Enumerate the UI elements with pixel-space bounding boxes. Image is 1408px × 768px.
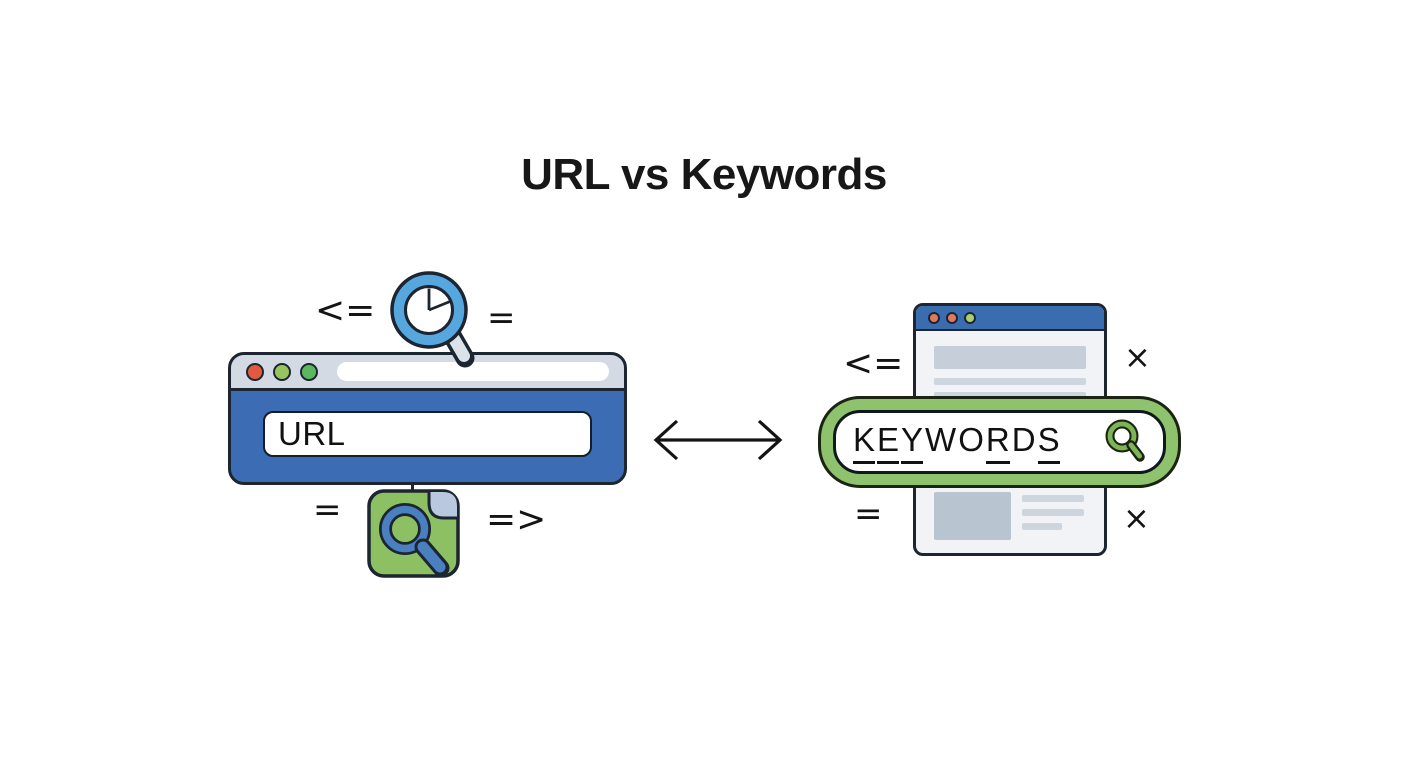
equals-symbol: =	[313, 490, 342, 530]
window-control-dot	[946, 311, 958, 324]
browser-body: URL	[231, 391, 624, 479]
double-headed-arrow-icon	[653, 419, 783, 461]
text-placeholder-block	[934, 346, 1086, 369]
keywords-letter: O	[958, 420, 984, 458]
image-placeholder-block	[934, 492, 1011, 540]
keywords-letter: Y	[901, 421, 924, 464]
text-placeholder-line	[1022, 495, 1084, 502]
text-placeholder-line	[934, 392, 1086, 399]
keywords-letter: W	[925, 420, 957, 458]
keywords-letter: K	[853, 421, 876, 464]
window-control-dot	[964, 311, 976, 324]
address-pill	[337, 362, 609, 381]
window-control-dot	[246, 362, 264, 381]
document-search-icon	[367, 489, 460, 578]
cross-symbol: ×	[1123, 499, 1150, 537]
arrow-left-symbol: <=	[843, 343, 904, 384]
keywords-letter: D	[1011, 420, 1036, 458]
browser-titlebar	[231, 355, 624, 391]
text-placeholder-line	[1022, 509, 1084, 516]
text-placeholder-line	[1022, 523, 1062, 530]
keywords-letter: R	[985, 421, 1010, 464]
clock-magnifier-icon	[390, 271, 475, 368]
equals-symbol: =	[854, 494, 883, 534]
document-titlebar	[916, 306, 1104, 331]
keywords-letter: E	[877, 421, 900, 464]
connector-line	[411, 483, 414, 495]
url-input-label: URL	[278, 415, 346, 452]
arrow-right-symbol: =>	[486, 499, 547, 540]
window-control-dot	[273, 362, 291, 381]
text-placeholder-line	[934, 378, 1086, 385]
window-control-dot	[300, 362, 318, 381]
url-input-illustration: URL	[263, 411, 592, 457]
arrow-left-symbol: <=	[315, 290, 376, 331]
keywords-letter: S	[1037, 421, 1060, 464]
equals-symbol: =	[487, 298, 516, 338]
page-title: URL vs Keywords	[521, 150, 887, 199]
magnifier-icon	[1105, 419, 1145, 462]
cross-symbol: ×	[1124, 338, 1151, 376]
browser-window-illustration: URL	[228, 352, 627, 485]
window-control-dot	[928, 311, 940, 324]
